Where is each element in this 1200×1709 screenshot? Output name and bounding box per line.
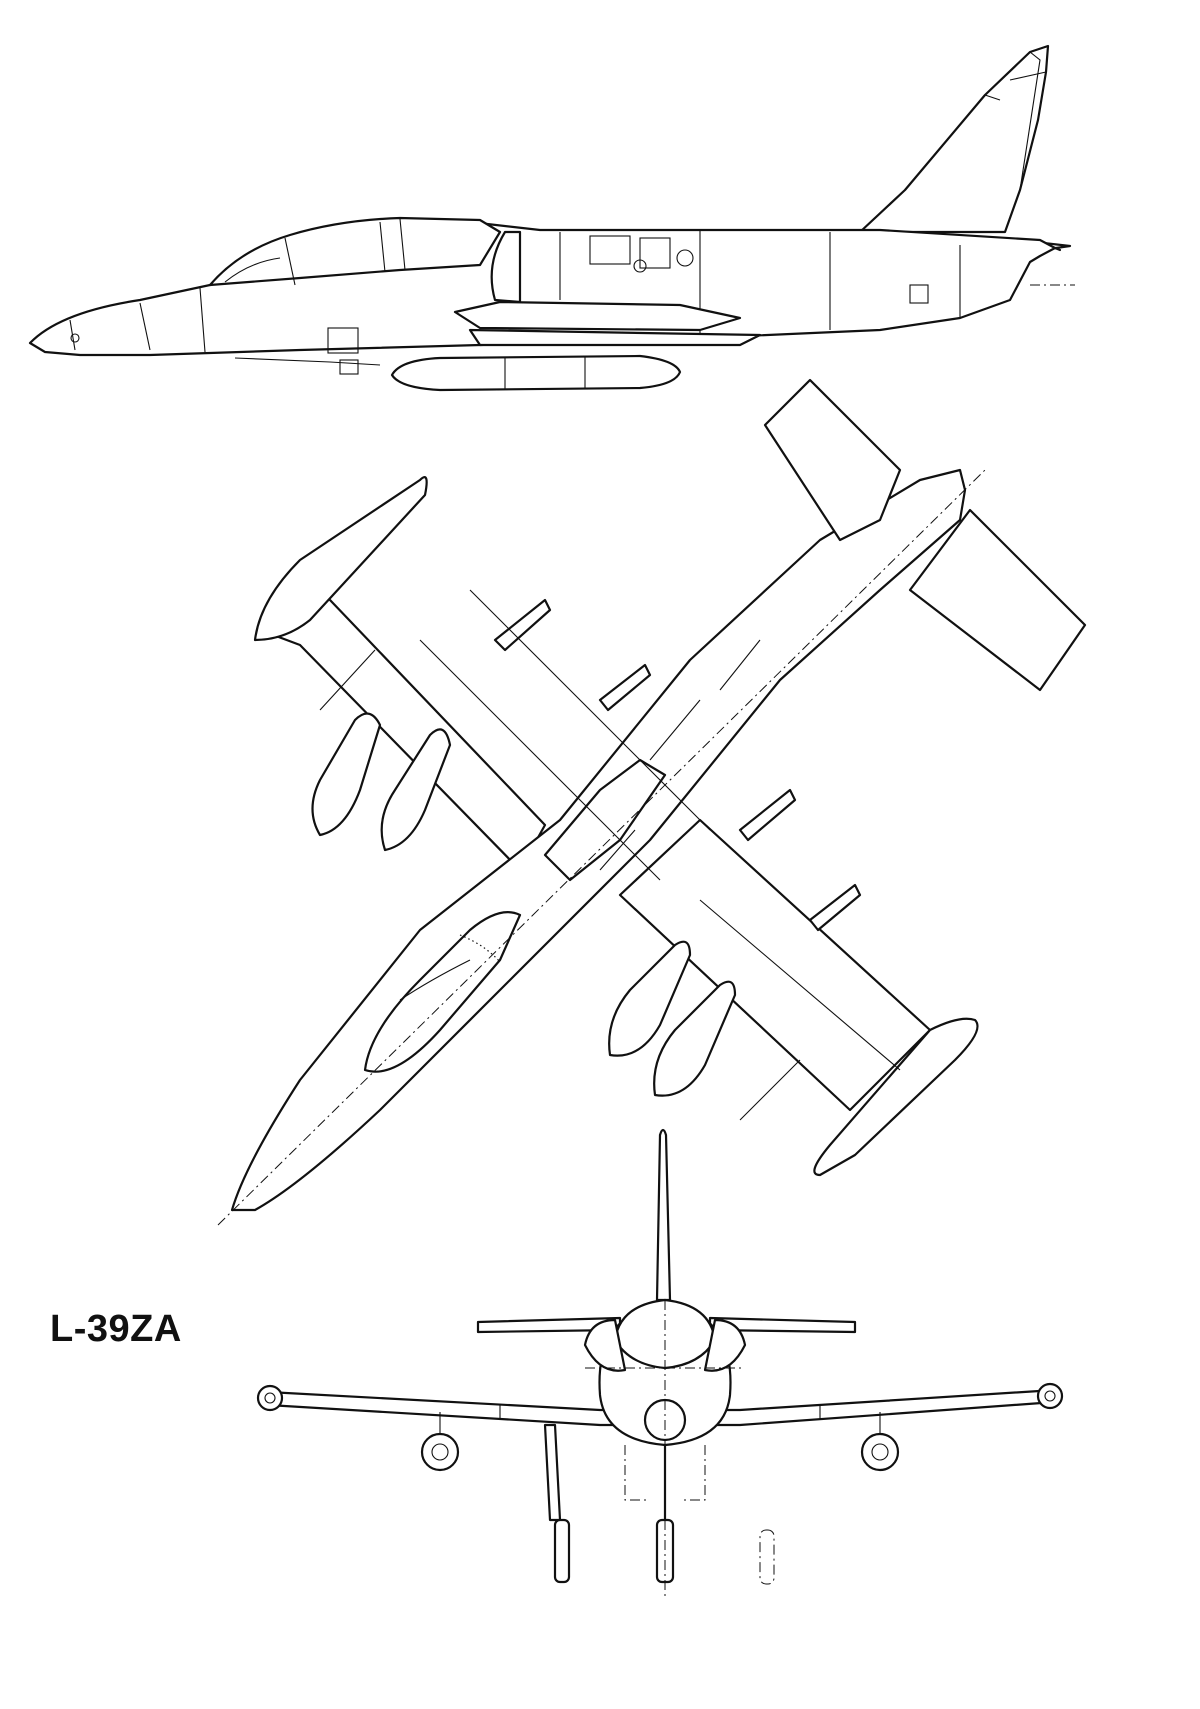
front-drop-tank-right	[860, 1432, 900, 1472]
side-drop-tank	[390, 354, 682, 392]
front-main-gear-left	[543, 1423, 562, 1522]
front-view	[256, 1128, 1064, 1600]
front-drop-tank-left	[420, 1432, 460, 1472]
top-view	[217, 378, 1087, 1226]
front-tip-tank-left	[256, 1384, 284, 1412]
aircraft-designation: L-39ZA	[50, 1308, 182, 1350]
top-stabilizer-right	[908, 508, 1087, 692]
side-canopy	[208, 216, 502, 287]
side-view	[28, 44, 1075, 392]
top-canopy	[363, 911, 522, 1073]
side-wing	[453, 300, 742, 332]
front-vertical-fin	[655, 1128, 672, 1302]
front-tip-tank-right	[1036, 1382, 1064, 1410]
side-vertical-tail	[858, 44, 1050, 234]
top-stabilizer-left	[763, 378, 902, 542]
